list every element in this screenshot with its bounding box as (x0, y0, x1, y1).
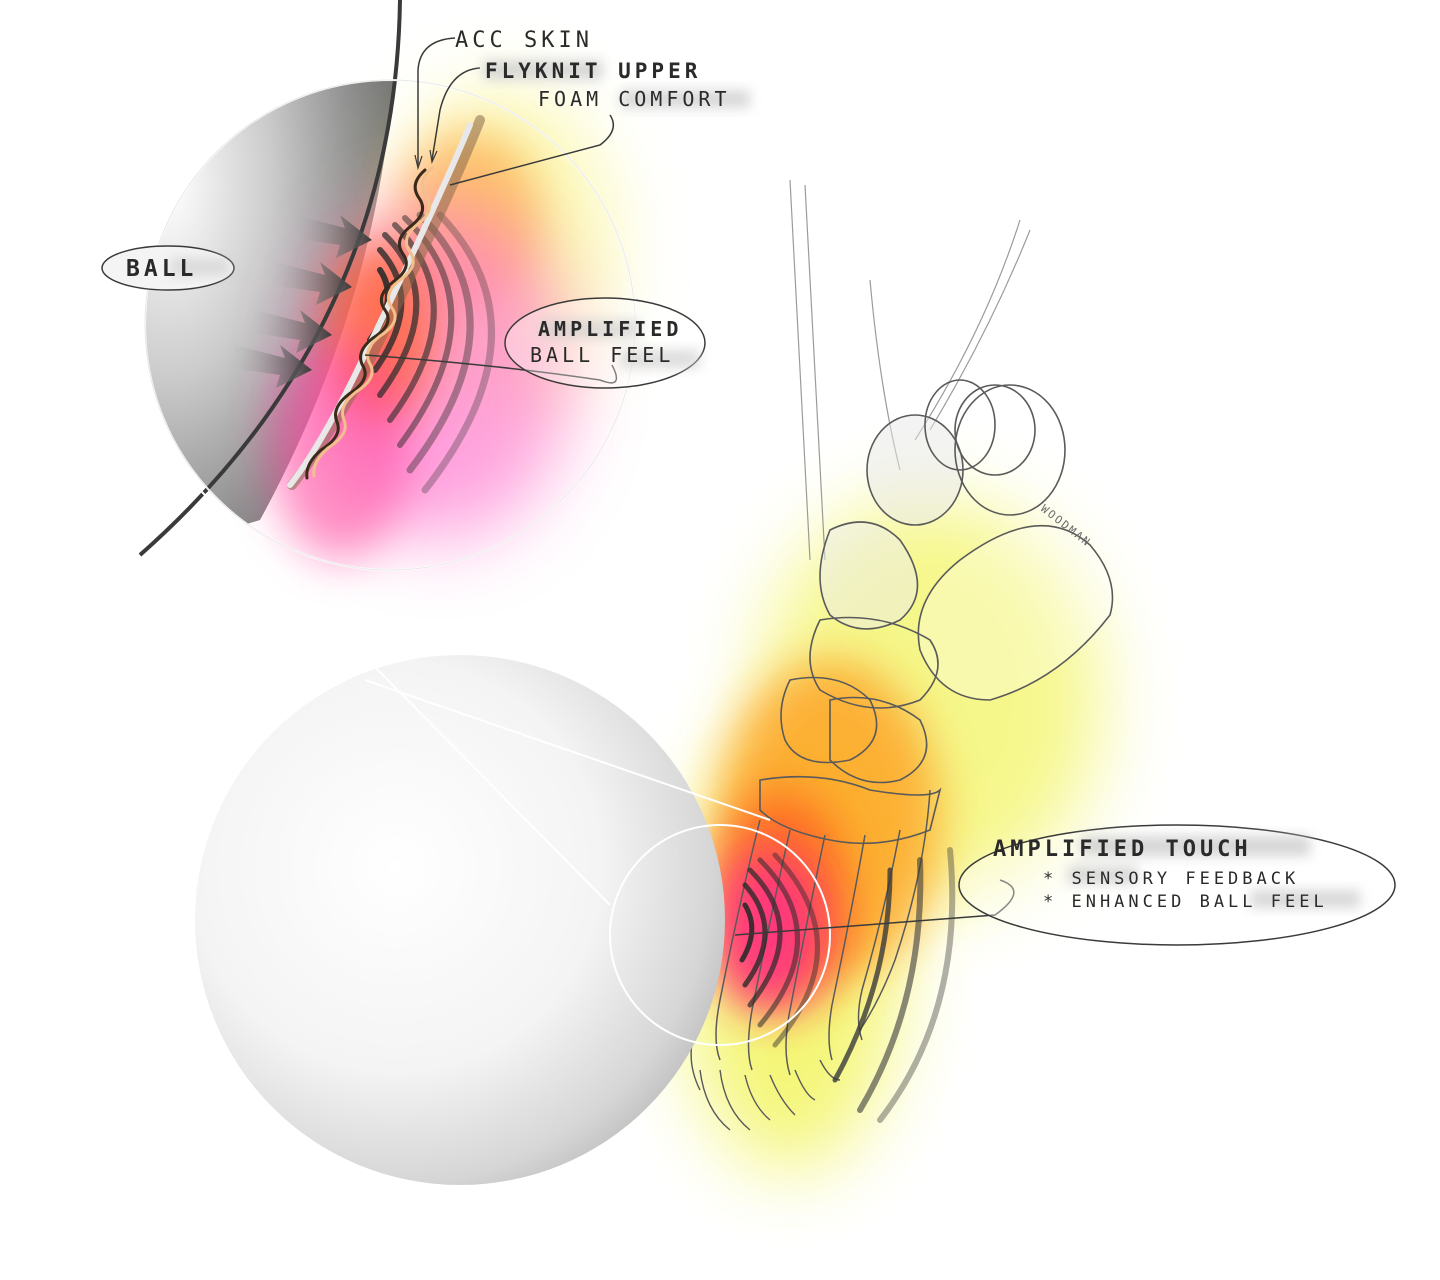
svg-text:ACC SKIN: ACC SKIN (455, 28, 593, 53)
callout-amplified-touch: AMPLIFIED TOUCH * SENSORY FEEDBACK * ENH… (734, 824, 1396, 946)
acc-skin-wave (305, 168, 427, 480)
svg-text:AMPLIFIED: AMPLIFIED (538, 317, 682, 341)
svg-text:FLYKNIT UPPER: FLYKNIT UPPER (485, 59, 701, 83)
magnifier-circle-bottom (609, 824, 831, 1046)
magnifier-connectors (199, 489, 771, 906)
ball-outline (138, 0, 402, 557)
pressure-arrows (232, 215, 372, 388)
foot-skeleton-sketch: WOODMAN (680, 179, 1114, 1170)
svg-text:FOAM COMFORT: FOAM COMFORT (538, 87, 731, 111)
svg-text:* ENHANCED BALL FEEL: * ENHANCED BALL FEEL (1043, 892, 1328, 912)
soccer-ball (195, 655, 725, 1185)
label-acc-skin: ACC SKIN (455, 28, 593, 53)
label-foam-comfort: FOAM COMFORT (538, 87, 750, 111)
vibration-waves-foot (739, 852, 820, 1048)
detail-magnifier (138, 0, 636, 571)
svg-text:BALL FEEL: BALL FEEL (530, 343, 674, 367)
label-ball: BALL (101, 245, 235, 291)
svg-text:AMPLIFIED TOUCH: AMPLIFIED TOUCH (993, 837, 1252, 862)
heat-glow-top (270, 90, 610, 560)
label-flyknit-upper: FLYKNIT UPPER (483, 59, 701, 83)
ball-surface-shading (145, 80, 395, 560)
svg-text:* SENSORY FEEDBACK: * SENSORY FEEDBACK (1043, 869, 1299, 889)
label-amplified-ball-feel: AMPLIFIED BALL FEEL (504, 297, 706, 389)
material-layers (287, 115, 485, 490)
svg-text:BALL: BALL (126, 256, 197, 282)
leader-lines-top (364, 37, 618, 384)
